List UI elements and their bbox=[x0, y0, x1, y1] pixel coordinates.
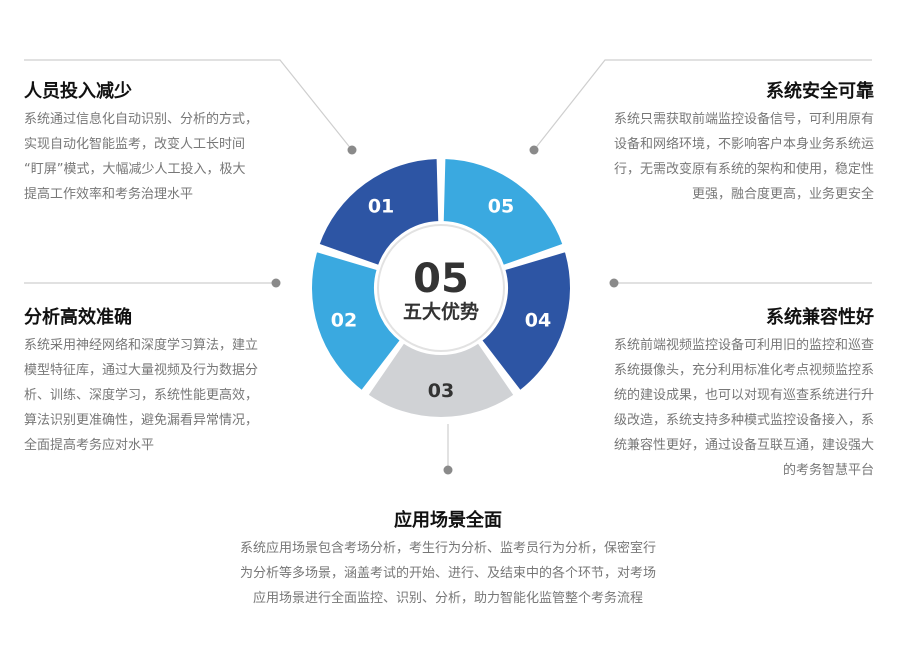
advantage-05-line: 更强，融合度更高，业务更安全 bbox=[691, 187, 874, 202]
advantage-03-description: 系统应用场景包含考场分析，考生行为分析、监考员行为分析，保密室行 为分析等多场景… bbox=[0, 536, 896, 611]
advantage-01-title: 人员投入减少 bbox=[24, 81, 132, 102]
segment-04 bbox=[479, 249, 572, 393]
advantage-03-line: 为分析等多场景，涵盖考试的开始、进行、及结束中的各个环节，对考场 bbox=[239, 566, 656, 581]
advantage-01-line: 系统通过信息化自动识别、分析的方式， bbox=[24, 112, 259, 127]
advantage-05-line: 系统只需获取前端监控设备信号，可利用原有 bbox=[613, 112, 874, 127]
advantage-02-line: 全面提高考务应对水平 bbox=[24, 438, 155, 453]
segment-05 bbox=[441, 157, 565, 268]
segment-04-label: 04 bbox=[525, 310, 551, 332]
segment-02-label: 02 bbox=[331, 310, 357, 332]
segment-01-label: 01 bbox=[368, 195, 394, 217]
advantage-04-line: 系统前端视频监控设备可利用旧的监控和巡查 bbox=[613, 338, 874, 353]
connector-04-dot bbox=[609, 278, 619, 288]
advantage-01-line: 实现自动化智能监考，改变人工长时间 bbox=[24, 137, 246, 152]
segment-02 bbox=[310, 249, 403, 393]
advantage-03-line: 系统应用场景包含考场分析，考生行为分析、监考员行为分析，保密室行 bbox=[239, 541, 656, 556]
advantage-02-line: 系统采用神经网络和深度学习算法，建立 bbox=[24, 338, 259, 353]
connector-03-dot bbox=[443, 465, 453, 475]
connector-05-dot bbox=[529, 145, 539, 155]
center-hub bbox=[377, 224, 505, 352]
advantage-02-description: 系统采用神经网络和深度学习算法，建立 模型特征库，通过大量视频及行为数据分 析、… bbox=[24, 333, 258, 458]
segment-03 bbox=[365, 341, 517, 419]
center-label: 五大优势 bbox=[403, 300, 479, 323]
advantage-01-line: 提高工作效率和考务治理水平 bbox=[24, 187, 194, 202]
advantage-03-title: 应用场景全面 bbox=[394, 510, 502, 531]
advantage-04-line: 系统摄像头，充分利用标准化考点视频监控系 bbox=[613, 363, 874, 378]
connector-05 bbox=[533, 59, 872, 151]
connector-02-dot bbox=[271, 278, 281, 288]
advantage-ring: 01 02 03 04 05 bbox=[310, 157, 572, 419]
advantage-01-line: “盯屏”模式，大幅减少人工投入，极大 bbox=[24, 162, 246, 177]
segment-03-label: 03 bbox=[428, 380, 454, 402]
center-number: 05 bbox=[413, 256, 469, 302]
connector-01-dot bbox=[347, 145, 357, 155]
advantage-05-line: 行，无需改变原有系统的架构和使用，稳定性 bbox=[613, 162, 874, 177]
advantage-02-title: 分析高效准确 bbox=[24, 307, 132, 328]
advantage-04-line: 统兼容性更好，通过设备互联互通，建设强大 bbox=[613, 438, 874, 453]
advantage-04-line: 的考务智慧平台 bbox=[782, 463, 874, 478]
advantage-04-line: 级改造，系统支持多种模式监控设备接入，系 bbox=[613, 413, 874, 428]
advantage-05-title: 系统安全可靠 bbox=[766, 81, 874, 102]
advantage-04-description: 系统前端视频监控设备可利用旧的监控和巡查 系统摄像头，充分利用标准化考点视频监控… bbox=[614, 333, 874, 483]
connector-01 bbox=[24, 59, 353, 151]
advantage-05-description: 系统只需获取前端监控设备信号，可利用原有 设备和网络环境，不影响客户本身业务系统… bbox=[614, 107, 874, 207]
advantage-04-line: 统的建设成果，也可以对现有巡查系统进行升 bbox=[613, 388, 874, 403]
advantage-02-line: 模型特征库，通过大量视频及行为数据分 bbox=[24, 363, 259, 378]
connector-lines bbox=[24, 59, 872, 475]
advantage-02-line: 析、训练、深度学习，系统性能更高效， bbox=[24, 388, 259, 403]
advantage-04-title: 系统兼容性好 bbox=[766, 307, 874, 328]
advantage-01-description: 系统通过信息化自动识别、分析的方式， 实现自动化智能监考，改变人工长时间 “盯屏… bbox=[24, 107, 258, 207]
advantage-02-line: 算法识别更准确性，避免漏看异常情况， bbox=[24, 413, 259, 428]
advantage-05-line: 设备和网络环境，不影响客户本身业务系统运 bbox=[613, 137, 874, 152]
segment-05-label: 05 bbox=[488, 195, 514, 217]
segment-01 bbox=[317, 157, 441, 268]
advantage-03-line: 应用场景进行全面监控、识别、分析，助力智能化监管整个考务流程 bbox=[252, 591, 643, 606]
